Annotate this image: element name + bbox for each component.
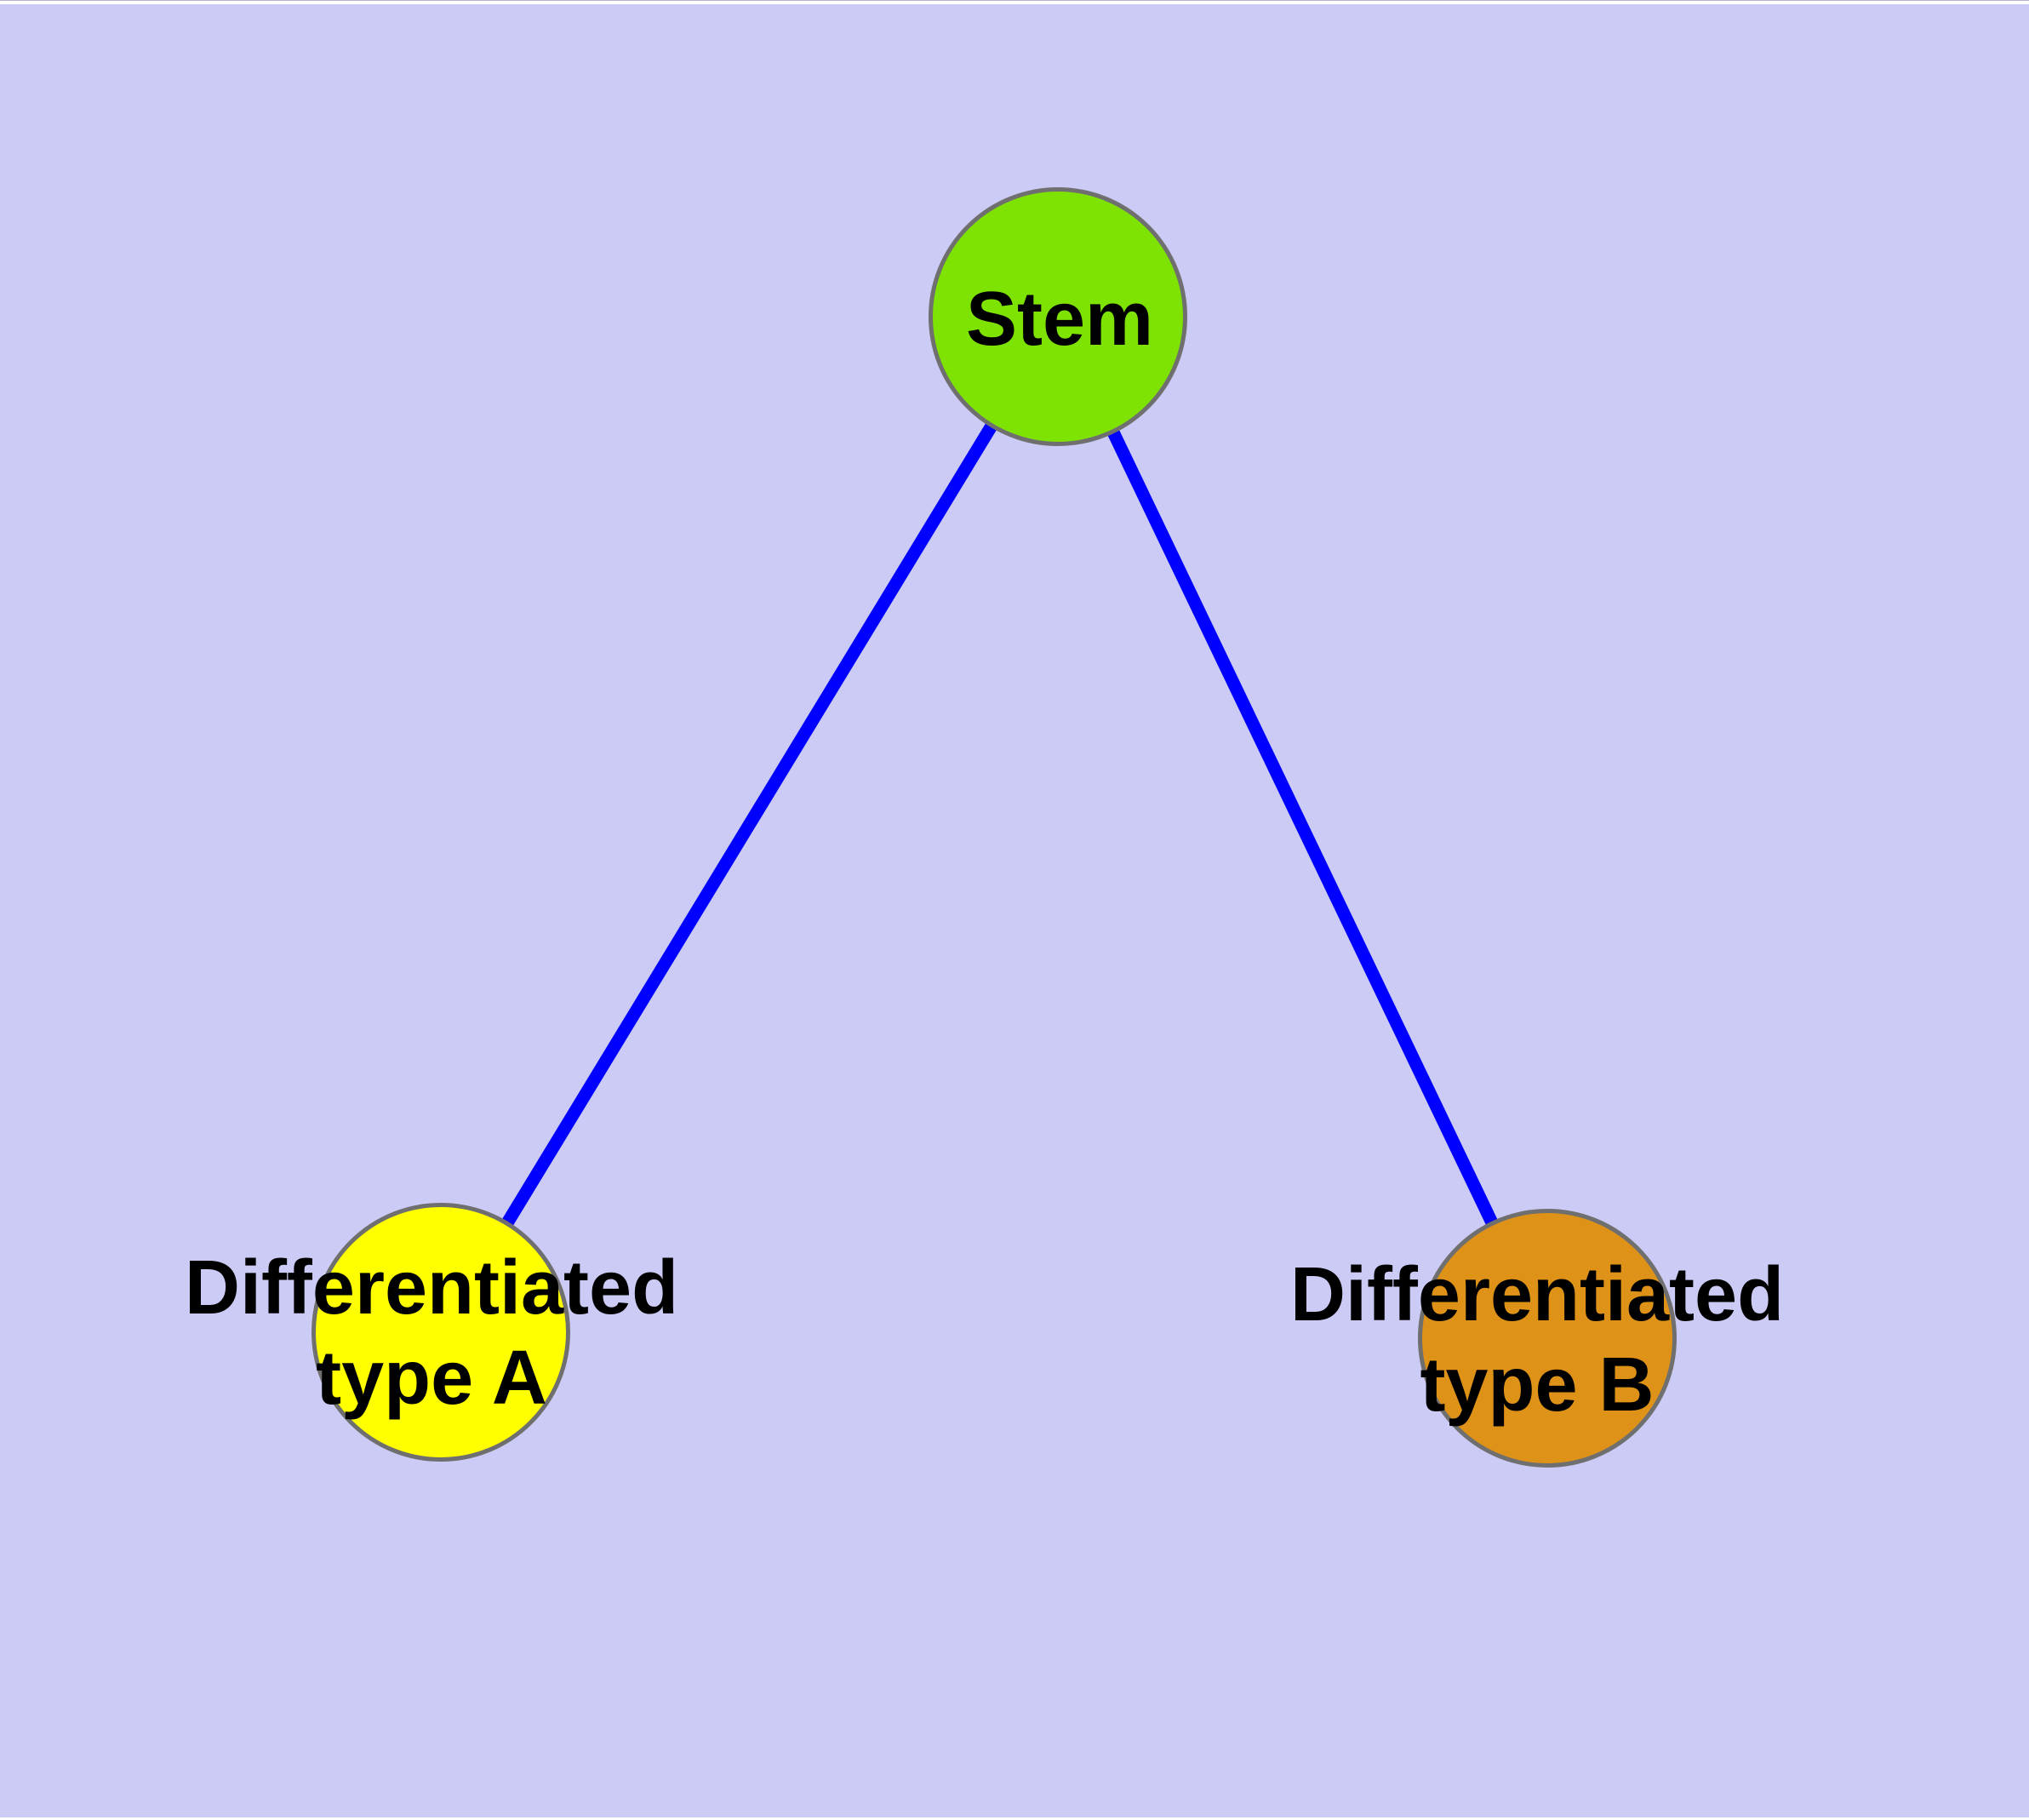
edge-stem-to-type-a [435, 313, 1064, 1336]
node-type-a-label-line-1: Differentiated [184, 1245, 679, 1331]
node-stem-label-line: Stem [965, 277, 1154, 362]
node-type-a-label-line-2: type A [316, 1336, 547, 1421]
top-margin-strip [0, 0, 2029, 4]
edge-stem-to-type-b [1052, 313, 1553, 1342]
bottom-margin-strip [0, 1817, 2029, 1820]
node-type-a-label: Differentiated type A [185, 1243, 678, 1423]
node-type-b-label-line-2: type B [1420, 1342, 1655, 1428]
node-stem-label: Stem [966, 274, 1153, 364]
node-stem [929, 187, 1187, 446]
node-type-b-label-line-1: Differentiated [1289, 1252, 1785, 1337]
node-differentiated-type-b [1418, 1209, 1677, 1468]
node-differentiated-type-a [311, 1203, 570, 1462]
node-type-b-label: Differentiated type B [1290, 1250, 1784, 1430]
